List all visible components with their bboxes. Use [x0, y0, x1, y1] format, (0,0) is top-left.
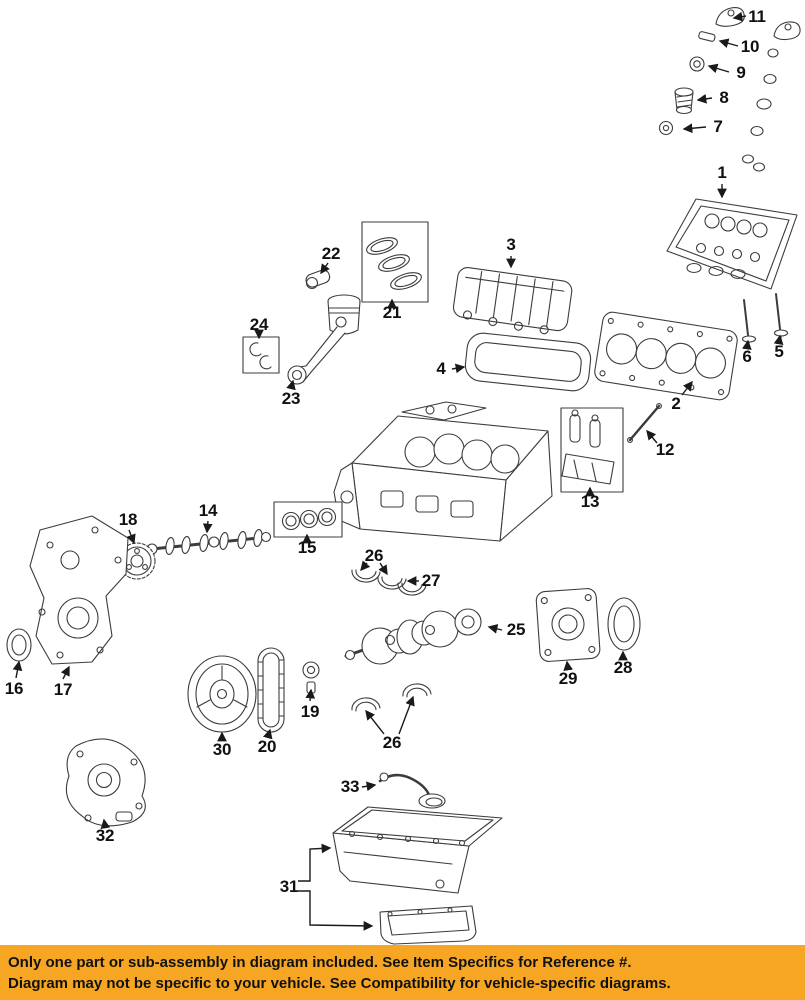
part-piston-connecting-rod	[287, 294, 361, 385]
part-valve-cover	[452, 267, 573, 335]
part-valve-cover-gasket	[464, 332, 592, 392]
part-harmonic-balancer	[187, 655, 257, 733]
part-piston-rings	[361, 221, 429, 303]
part-crank-bolt	[302, 661, 320, 694]
part-oil-pump	[65, 738, 146, 827]
part-pin-retainers	[242, 336, 280, 374]
part-rocker-bolt	[698, 31, 779, 58]
part-oil-pan	[332, 806, 503, 894]
part-engine-block	[333, 401, 553, 542]
part-cylinder-head	[666, 198, 798, 290]
part-intake-valve	[741, 299, 757, 347]
part-front-crank-seal	[6, 628, 32, 662]
part-front-cover	[29, 515, 129, 665]
part-rear-main-seal	[607, 597, 641, 651]
part-cam-bearings	[273, 501, 343, 538]
part-valve-keepers	[658, 120, 766, 172]
part-oil-pan-lower	[379, 905, 477, 945]
part-cam-sprocket	[118, 542, 156, 580]
part-valve-spring	[674, 87, 772, 115]
part-main-bearings-upper	[351, 569, 407, 590]
part-rear-cover	[535, 588, 601, 662]
part-main-bearing-single	[397, 582, 427, 596]
part-main-bearings-lower	[351, 683, 432, 712]
part-head-gasket	[594, 311, 738, 401]
part-crankshaft	[344, 608, 482, 665]
part-camshaft	[146, 529, 272, 555]
part-pivot-ball	[689, 56, 777, 85]
part-piston-pin	[305, 269, 331, 290]
banner-line-2: Diagram may not be specific to your vehi…	[8, 975, 671, 992]
part-pushrod	[627, 403, 662, 443]
part-oil-pickup-tube	[378, 772, 446, 809]
banner-line-1: Only one part or sub-assembly in diagram…	[8, 954, 632, 971]
disclaimer-banner: Only one part or sub-assembly in diagram…	[0, 945, 805, 1000]
part-exhaust-valve	[773, 293, 789, 341]
diagram-art	[6, 7, 801, 945]
part-timing-chain	[257, 647, 285, 733]
part-valve-lifters	[560, 407, 624, 493]
part-rocker-arms	[715, 7, 801, 41]
